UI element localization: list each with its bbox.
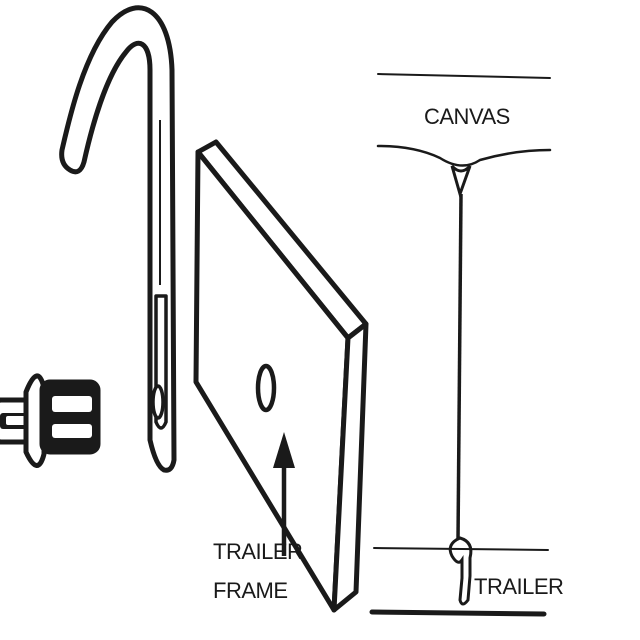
hook-icon	[59, 5, 177, 473]
trailer-top-line	[373, 547, 549, 551]
arrow-up-icon	[273, 432, 295, 556]
trailer-label: TRAILER	[474, 574, 563, 599]
frame-hole	[255, 363, 277, 413]
canvas-edge	[376, 144, 552, 167]
rivet-icon	[0, 373, 101, 468]
frame-plate-icon	[193, 139, 369, 613]
canvas-label: CANVAS	[424, 104, 510, 129]
canvas-top-line	[377, 73, 551, 79]
trailer-bottom-line	[369, 609, 547, 617]
trailer-lines	[369, 547, 549, 617]
cord-icon	[448, 164, 473, 606]
trailer-frame-label-line1: TRAILER	[213, 539, 302, 564]
trailer-frame-label-line2: FRAME	[213, 578, 288, 603]
canvas-lines	[376, 73, 552, 167]
